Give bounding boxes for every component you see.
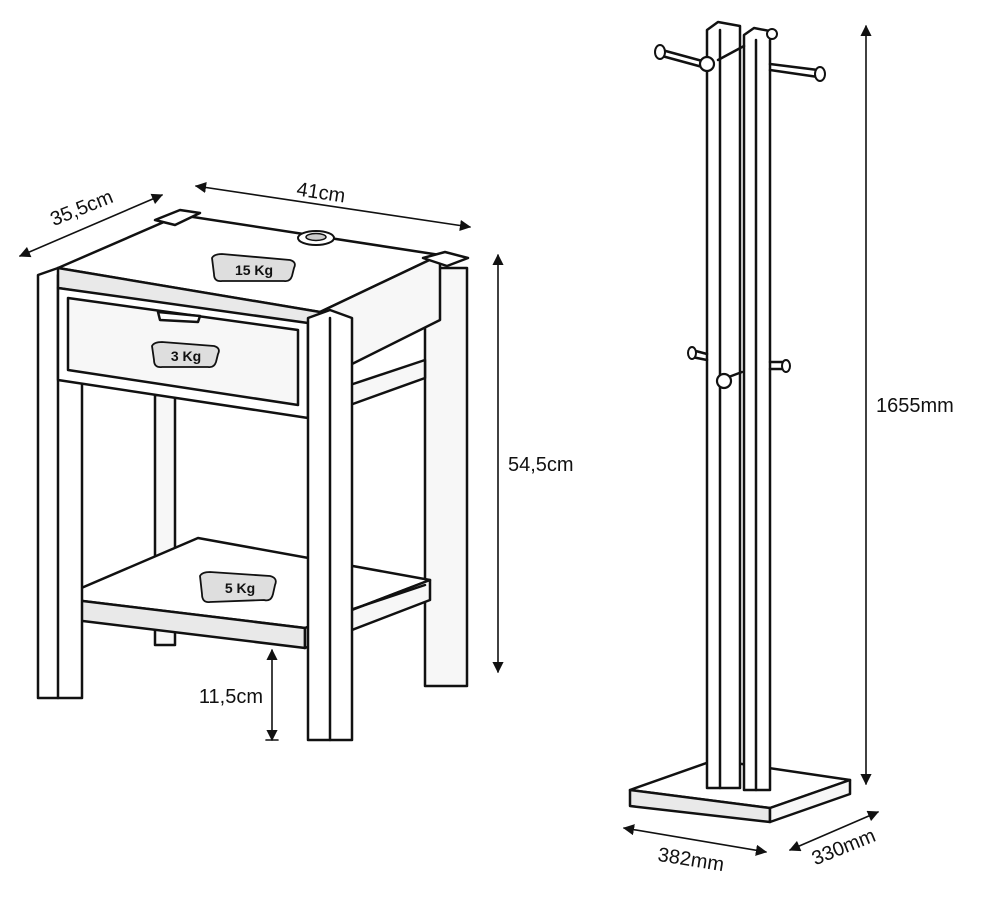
coat-rack-base-depth-dimension: 330mm [788,810,880,870]
floor-clearance-label: 11,5cm [199,686,263,708]
side-rail [348,358,427,407]
coat-rack-pole-left [705,20,742,790]
coat-hook-top-back [766,28,778,40]
drawer-load-label: 3 Kg [171,348,201,364]
coat-rack-height-dimension: 1655mm [860,24,954,786]
coat-hook-top-front [698,44,746,73]
back-right-leg [423,266,469,688]
shelf-load-tag: 5 Kg [199,571,277,603]
top-load-label: 15 Kg [235,262,273,278]
top-load-tag: 15 Kg [211,253,296,283]
coat-hook-top-left [654,44,708,70]
width-dimension: 41cm [194,179,472,232]
height-label: 54,5cm [508,454,574,476]
coat-hook-mid-left [687,346,709,362]
coat-rack-height-label: 1655mm [876,395,954,417]
drawer-handle [156,310,202,324]
coat-rack-drawing: 1655mm 382mm 330mm [622,20,954,876]
depth-label: 35,5cm [47,186,116,231]
side-rail-lower [348,583,427,612]
width-label: 41cm [295,179,347,208]
coat-rack-base-width-dimension: 382mm [622,824,768,876]
nightstand-drawing: 15 Kg 3 Kg 5 Kg 35,5cm 41cm 54,5cm [18,179,574,742]
shelf-load-label: 5 Kg [225,580,255,596]
coat-hook-mid-front [715,370,744,390]
coat-hook-top-right [768,62,826,82]
drawer-load-tag: 3 Kg [151,341,220,369]
cable-grommet [297,230,335,246]
coat-rack-base-depth-label: 330mm [809,825,879,870]
height-dimension: 54,5cm [492,253,574,674]
coat-rack-pole-right [742,26,777,792]
coat-hook-mid-right [768,359,791,373]
floor-clearance-dimension: 11,5cm [199,648,279,742]
coat-rack-base-width-label: 382mm [656,844,725,876]
